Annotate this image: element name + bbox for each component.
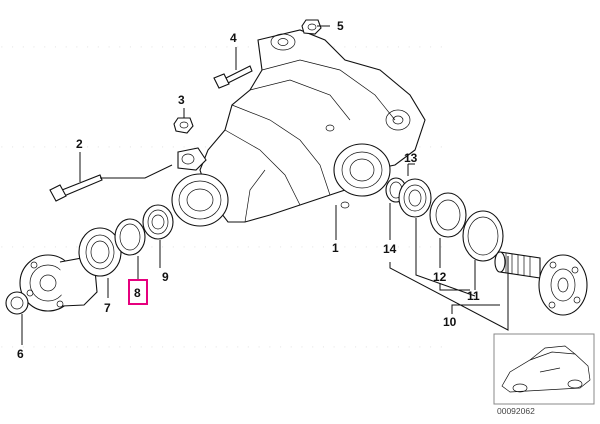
callout-13[interactable]: 13: [404, 151, 418, 165]
callouts: 5 4 3 2 1 13 14 12 11 10 9 7 6 8: [17, 19, 480, 361]
leader-lines: [21, 25, 509, 345]
svg-text:· · · · · · · · · · · · · · ·: · · · · · · · · · · · · · · · · · · · · …: [0, 341, 445, 353]
right-output-shaft: [494, 251, 588, 316]
callout-1[interactable]: 1: [332, 241, 339, 255]
callout-5[interactable]: 5: [337, 19, 344, 33]
callout-10[interactable]: 10: [443, 315, 457, 329]
inset-code: 00092062: [497, 406, 535, 416]
callout-8[interactable]: 8: [134, 286, 141, 300]
callout-7[interactable]: 7: [104, 301, 111, 315]
vehicle-inset: 00092062: [493, 333, 595, 416]
callout-9[interactable]: 9: [162, 270, 169, 284]
bolt-part-2: [49, 174, 103, 202]
callout-3[interactable]: 3: [178, 93, 185, 107]
callout-12[interactable]: 12: [433, 270, 447, 284]
callout-6[interactable]: 6: [17, 347, 24, 361]
seal-part-13: [398, 178, 432, 218]
seal-part-9: [142, 204, 174, 240]
ring-part-11: [462, 210, 504, 262]
differential-housing: [171, 29, 426, 227]
svg-text:· · · · · · · · · · · · · · ·: · · · · · · · · · · · · · · · · · · · · …: [0, 41, 445, 53]
seal-part-12: [429, 192, 467, 238]
nut-part-5: [301, 19, 322, 35]
bolt-part-4: [213, 65, 253, 89]
ring-part-8: [114, 218, 146, 256]
callout-14[interactable]: 14: [383, 242, 397, 256]
callout-8-highlight-box: [128, 279, 148, 305]
callout-4[interactable]: 4: [230, 31, 237, 45]
nut-part-3: [173, 117, 194, 134]
callout-11[interactable]: 11: [467, 289, 480, 303]
svg-text:· · · · · · · · · · · · · · ·: · · · · · · · · · · · · · · · · · · · · …: [0, 241, 445, 253]
callout-2[interactable]: 2: [76, 137, 83, 151]
ring-part-6: [5, 291, 29, 315]
